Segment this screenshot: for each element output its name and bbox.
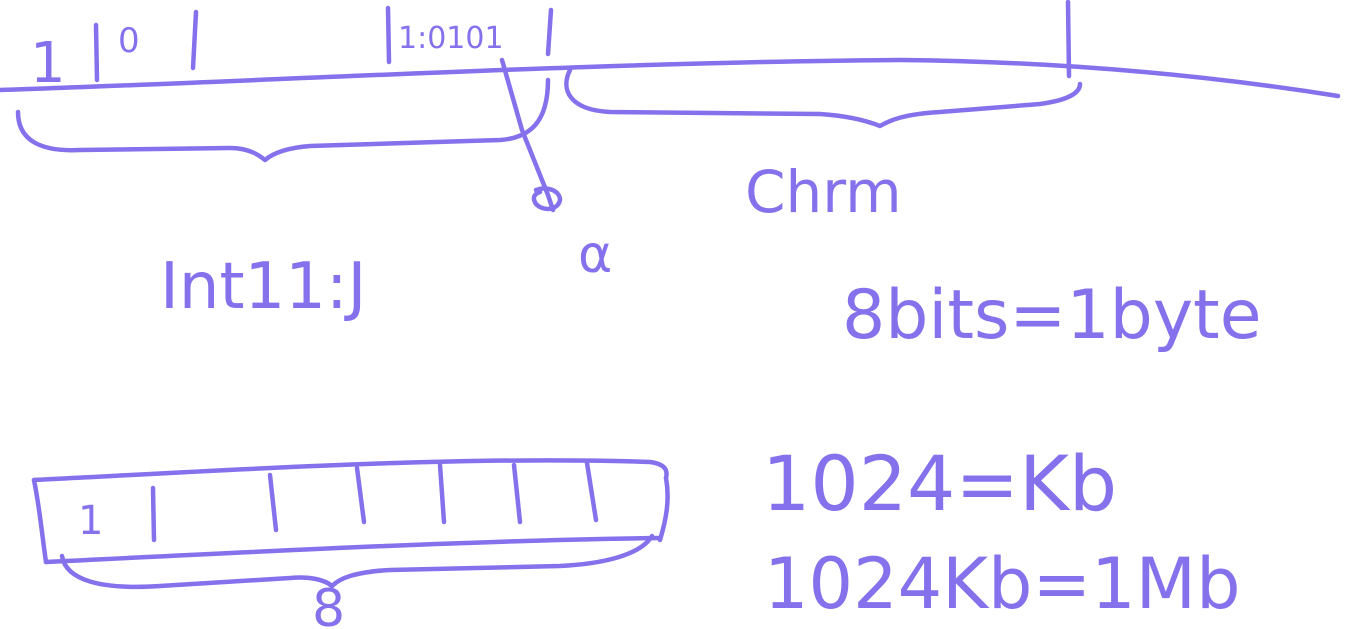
note-bits-to-byte: 8bits=1byte	[842, 276, 1262, 355]
byte-tape-right	[657, 475, 670, 543]
byte-tape-divider	[437, 462, 447, 525]
top-tape-divider	[190, 9, 199, 71]
byte-tape-divider	[267, 472, 279, 533]
byte-tape-divider	[584, 460, 599, 523]
note-1024kb-mb: 1024Kb=1Mb	[764, 543, 1241, 625]
byte-tape-divider	[354, 465, 367, 525]
note-1024-kb: 1024=Kb	[762, 439, 1117, 528]
byte-tape-divider	[511, 462, 523, 525]
label-alpha: α	[578, 225, 612, 285]
byte-brace	[59, 533, 655, 590]
pointer-line	[499, 57, 556, 213]
label-chrm: Chrm	[745, 158, 902, 226]
byte-cell-1: 1	[78, 498, 103, 544]
top-cell-2: 0	[118, 21, 140, 61]
top-cell-1: 1	[30, 31, 66, 96]
top-cell-3: 1:0101	[398, 21, 504, 56]
byte-tape-top	[31, 458, 669, 483]
top-tape-divider	[545, 7, 554, 57]
byte-tape-bottom	[43, 535, 663, 565]
top-tape-divider	[1065, 0, 1072, 79]
top-tape-line	[0, 57, 1341, 99]
top-tape-divider	[93, 22, 100, 83]
brace-left	[15, 77, 551, 163]
pointer-blob	[531, 186, 563, 212]
byte-tape-divider	[150, 485, 157, 543]
top-tape-divider	[385, 5, 392, 65]
byte-tape-left	[31, 477, 49, 565]
label-int: Int11:J	[160, 250, 366, 324]
brace-right	[564, 67, 1083, 129]
byte-width-label: 8	[312, 579, 345, 629]
